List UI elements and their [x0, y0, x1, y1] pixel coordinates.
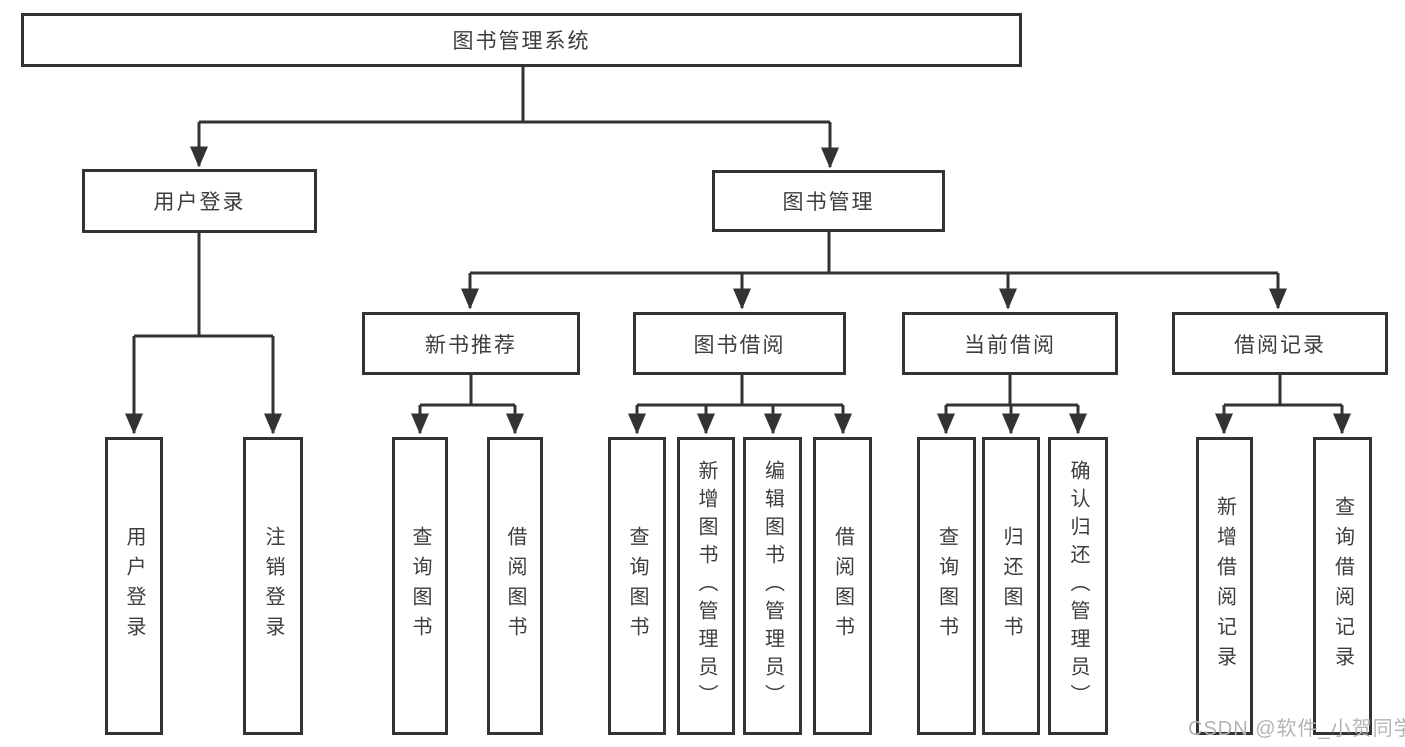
leaf-return-books-label: 归还图书	[1000, 526, 1022, 646]
csdn-watermark: CSDN @软件_小贺同学	[1188, 718, 1405, 740]
node-book-borrow: 图书借阅	[633, 312, 846, 375]
node-current-borrow-label: 当前借阅	[964, 333, 1056, 357]
leaf-return-books: 归还图书	[982, 437, 1040, 735]
leaf-logout: 注销登录	[243, 437, 303, 735]
leaf-user-login-label: 用户登录	[123, 526, 145, 646]
leaf-borrow-books-1-label: 借阅图书	[504, 526, 526, 646]
leaf-query-books-1: 查询图书	[392, 437, 448, 735]
leaf-confirm-return-admin: 确认归还（管理员）	[1048, 437, 1108, 735]
leaf-logout-label: 注销登录	[262, 526, 284, 646]
leaf-query-books-2: 查询图书	[608, 437, 666, 735]
node-book-mgmt: 图书管理	[712, 170, 945, 232]
leaf-query-books-3: 查询图书	[917, 437, 976, 735]
leaf-add-borrow-record: 新增借阅记录	[1196, 437, 1253, 735]
leaf-add-books-admin-label: 新增图书（管理员）	[695, 460, 717, 712]
node-book-borrow-label: 图书借阅	[693, 333, 786, 357]
leaf-query-borrow-record-label: 查询借阅记录	[1331, 496, 1354, 676]
leaf-query-borrow-record: 查询借阅记录	[1313, 437, 1372, 735]
leaf-user-login: 用户登录	[105, 437, 163, 735]
node-borrow-records-label: 借阅记录	[1234, 333, 1326, 357]
leaf-query-books-1-label: 查询图书	[409, 526, 431, 646]
node-user-login-label: 用户登录	[153, 191, 246, 214]
node-current-borrow: 当前借阅	[902, 312, 1118, 375]
leaf-query-books-2-label: 查询图书	[626, 526, 648, 646]
leaf-add-borrow-record-label: 新增借阅记录	[1213, 496, 1236, 676]
leaf-borrow-books-2: 借阅图书	[813, 437, 872, 735]
leaf-edit-books-admin-label: 编辑图书（管理员）	[761, 460, 784, 712]
leaf-borrow-books-2-label: 借阅图书	[831, 526, 854, 646]
leaf-borrow-books-1: 借阅图书	[487, 437, 543, 735]
node-new-book-rec: 新书推荐	[362, 312, 580, 375]
node-book-mgmt-label: 图书管理	[782, 191, 875, 214]
leaf-confirm-return-admin-label: 确认归还（管理员）	[1067, 460, 1089, 712]
leaf-query-books-3-label: 查询图书	[935, 526, 958, 646]
leaf-add-books-admin: 新增图书（管理员）	[677, 437, 735, 735]
node-root: 图书管理系统	[21, 13, 1022, 67]
node-root-label: 图书管理系统	[452, 30, 591, 53]
node-user-login: 用户登录	[82, 169, 317, 233]
node-borrow-records: 借阅记录	[1172, 312, 1388, 375]
node-new-book-rec-label: 新书推荐	[425, 333, 517, 357]
leaf-edit-books-admin: 编辑图书（管理员）	[743, 437, 802, 735]
connectors	[125, 67, 1351, 435]
